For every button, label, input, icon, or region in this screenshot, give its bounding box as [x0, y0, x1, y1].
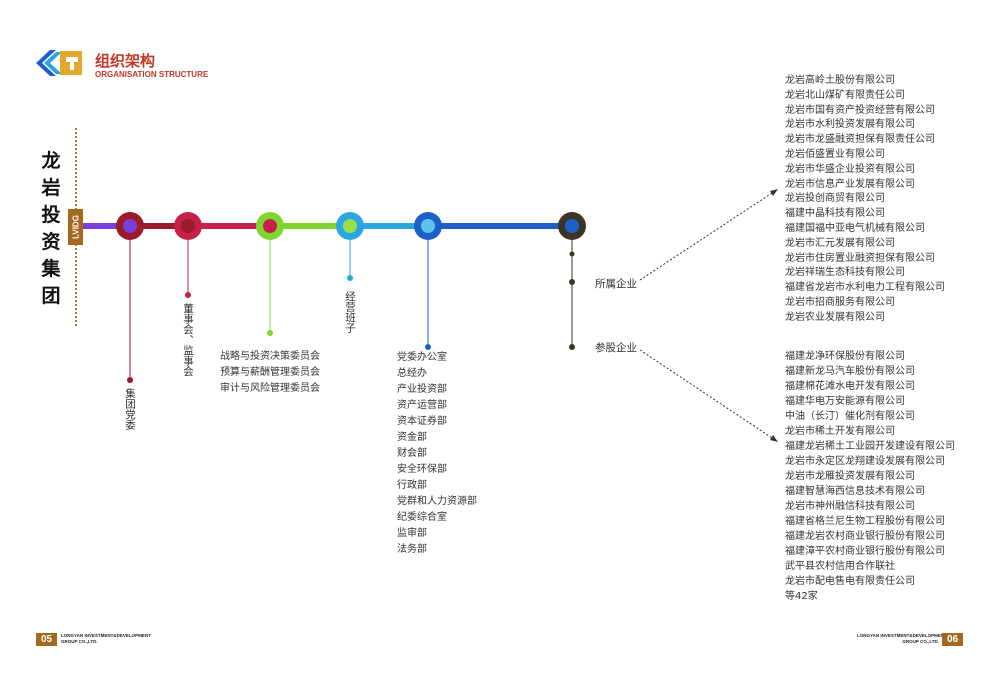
list-item: 龙岩市汇元发展有限公司	[785, 237, 895, 249]
subsidiaries-label: 所属企业	[595, 278, 637, 290]
list-item: 龙岩市水利投资发展有限公司	[785, 119, 915, 131]
list-item: 资本证券部	[397, 416, 447, 427]
list-item: 监审部	[397, 528, 427, 539]
list-item: 龙岩市神州融信科技有限公司	[785, 501, 915, 512]
list-item: 党群和人力资源部	[397, 496, 477, 507]
arrow-line-shareholdings	[639, 349, 773, 439]
list-item: 龙岩祥瑞生态科技有限公司	[785, 267, 905, 279]
drop-dot-committees	[267, 330, 273, 336]
node-party	[116, 212, 144, 240]
list-item: 福建中晶科技有限公司	[785, 208, 885, 220]
list-item: 党委办公室	[397, 352, 447, 363]
list-item: 资产运营部	[397, 400, 447, 411]
list-item: 福建华电万安能源有限公司	[785, 396, 905, 407]
page-number-right: 06	[942, 633, 963, 646]
list-item: 龙岩北山煤矿有限责任公司	[785, 89, 905, 101]
drop-dot-party	[127, 377, 133, 383]
list-item: 龙岩市国有资产投资经营有限公司	[785, 104, 935, 116]
list-item: 纪委综合室	[397, 512, 447, 523]
list-item: 福建漳平农村商业银行股份有限公司	[785, 546, 945, 557]
page-number-left: 05	[36, 633, 57, 646]
management-label: 经营班子	[344, 291, 356, 333]
list-item: 产业投资部	[397, 384, 447, 395]
list-item: 安全环保部	[397, 464, 447, 475]
list-item: 福建龙净环保股份有限公司	[785, 351, 905, 362]
arrow-head-subsidiaries	[770, 189, 778, 196]
drop-dot-subsidiaries	[569, 279, 575, 285]
list-item: 法务部	[397, 544, 427, 555]
footer-company-left: LONGYAN INVESTMENT&DEVELOPMENT GROUP CO.…	[61, 633, 151, 644]
party-committee-label: 集团党委	[124, 388, 136, 430]
company-logo-icon	[36, 50, 82, 76]
list-item: 福建智慧海西信息技术有限公司	[785, 486, 925, 497]
board-label: 董事会、监事会	[182, 303, 194, 377]
list-item: 行政部	[397, 480, 427, 491]
list-item: 龙岩市信息产业发展有限公司	[785, 178, 915, 190]
subsidiaries-list: 龙岩高岭土股份有限公司 龙岩北山煤矿有限责任公司 龙岩市国有资产投资经营有限公司…	[785, 74, 945, 326]
drop-dot-shareholdings	[569, 344, 575, 350]
list-item: 福建省格兰尼生物工程股份有限公司	[785, 516, 945, 527]
list-item: 龙岩佰盛置业有限公司	[785, 148, 885, 160]
list-item: 福建国福中亚电气机械有限公司	[785, 222, 925, 234]
node-departments	[414, 212, 442, 240]
list-item: 总经办	[397, 368, 427, 379]
list-item: 福建棉花滩水电开发有限公司	[785, 381, 915, 392]
list-item: 龙岩市稀土开发有限公司	[785, 426, 895, 437]
company-name-vertical: 龙岩投资集团	[41, 150, 61, 307]
company-badge: LVIDG	[68, 209, 83, 245]
list-item: 福建龙岩稀土工业园开发建设有限公司	[785, 441, 955, 452]
node-board	[174, 212, 202, 240]
drop-dot-departments	[425, 344, 431, 350]
list-item: 龙岩农业发展有限公司	[785, 311, 885, 323]
list-item: 龙岩投创商贸有限公司	[785, 193, 885, 205]
list-item: 龙岩市配电售电有限责任公司	[785, 576, 915, 587]
list-item: 龙岩市华盛企业投资有限公司	[785, 163, 915, 175]
page-title: 组织架构	[95, 52, 156, 70]
node-committees	[256, 212, 284, 240]
list-item: 龙岩市住房置业融资担保有限公司	[785, 252, 935, 264]
list-item: 中油（长汀）催化剂有限公司	[785, 411, 915, 422]
list-item: 预算与薪酬管理委员会	[220, 367, 320, 378]
list-item: 龙岩高岭土股份有限公司	[785, 75, 895, 86]
list-item: 福建省龙岩市水利电力工程有限公司	[785, 282, 945, 294]
node-management	[336, 212, 364, 240]
list-item: 等42家	[785, 591, 818, 602]
list-item: 龙岩市永定区龙翔建设发展有限公司	[785, 456, 945, 467]
committees-list: 战略与投资决策委员会 预算与薪酬管理委员会 审计与风险管理委员会	[220, 349, 320, 397]
list-item: 龙岩市龙盛融资担保有限责任公司	[785, 134, 935, 146]
list-item: 龙岩市龙雁投资发展有限公司	[785, 471, 915, 482]
list-item: 财会部	[397, 448, 427, 459]
list-item: 福建龙岩农村商业银行股份有限公司	[785, 531, 945, 542]
arrow-head-shareholdings	[770, 435, 778, 442]
drop-dot-management	[347, 275, 353, 281]
list-item: 武平县农村信用合作联社	[785, 561, 895, 572]
footer-company-right: LONGYAN INVESTMENT&DEVELOPMENT GROUP CO.…	[857, 633, 947, 644]
drop-dot-board	[185, 292, 191, 298]
departments-list: 党委办公室 总经办 产业投资部 资产运营部 资本证券部 资金部 财会部 安全环保…	[397, 350, 477, 558]
list-item: 福建新龙马汽车股份有限公司	[785, 366, 915, 377]
list-item: 审计与风险管理委员会	[220, 383, 320, 394]
node-enterprises	[558, 212, 586, 240]
list-item: 资金部	[397, 432, 427, 443]
arrow-line-subsidiaries	[639, 192, 773, 281]
shareholdings-label: 参股企业	[595, 342, 637, 354]
list-item: 战略与投资决策委员会	[220, 351, 320, 362]
list-item: 龙岩市招商服务有限公司	[785, 296, 895, 308]
page-subtitle: ORGANISATION STRUCTURE	[95, 70, 209, 79]
shareholdings-list: 福建龙净环保股份有限公司 福建新龙马汽车股份有限公司 福建棉花滩水电开发有限公司…	[785, 349, 955, 604]
drop-dot-enterprise-mid	[569, 251, 575, 257]
